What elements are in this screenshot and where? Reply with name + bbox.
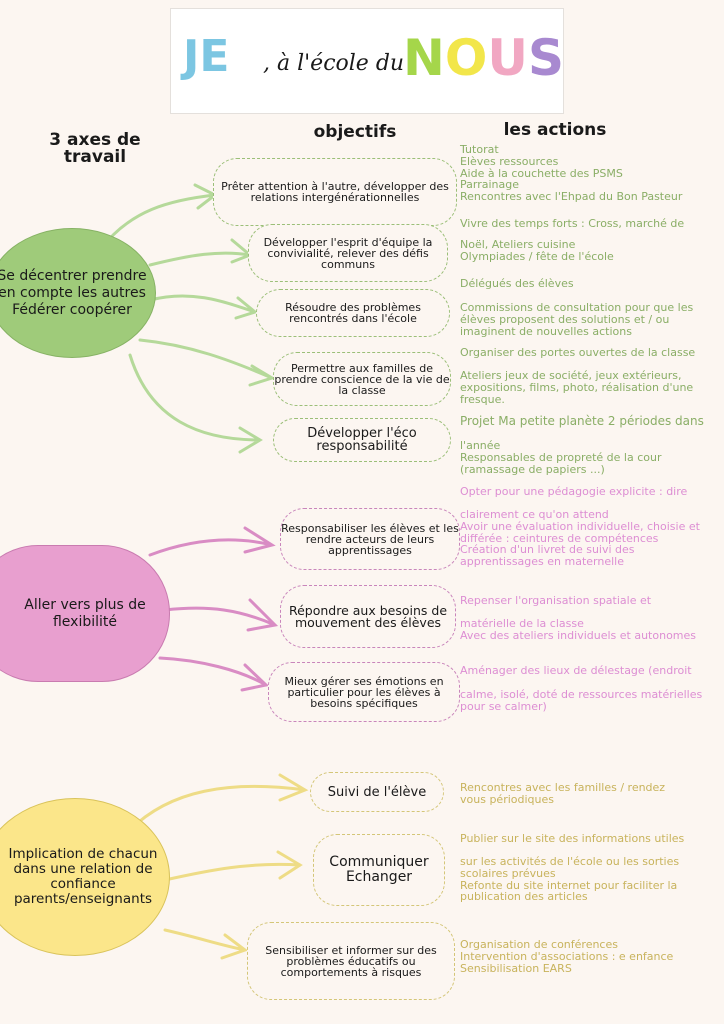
action-text: (ramassage de papiers ...): [460, 462, 605, 476]
action-group-2-3: Repenser l'organisation spatiale et: [460, 595, 651, 607]
arrow-pink-1: [148, 526, 276, 557]
arrow-yellow-1: [128, 773, 309, 832]
action-text: Vivre des temps forts : Cross, marché de: [460, 217, 685, 230]
arrow-green-2: [148, 238, 253, 267]
action-group-1-8: Projet Ma petite planète 2 périodes dans: [460, 414, 704, 428]
objective-1-2: Développer l'esprit d'équipe la convivia…: [248, 224, 448, 282]
action-text: l'année: [460, 439, 501, 452]
action-text: calme, isolé, doté de ressources matérie…: [460, 688, 703, 701]
action-text: expositions, films, photo, réalisation d…: [460, 380, 694, 394]
objective-3-3: Sensibiliser et informer sur des problèm…: [247, 922, 455, 1000]
axis-3-node: Implication de chacun dans une relation …: [0, 798, 170, 956]
action-text: élèves proposent des solutions et / ou: [460, 312, 670, 326]
action-text: Délégués des élèves: [460, 277, 574, 290]
action-text: Olympiades / fête de l'école: [460, 249, 614, 263]
objectives-header: objectifs: [313, 122, 397, 142]
objective-1-5: Développer l'éco responsabilité: [273, 418, 451, 462]
action-text: Ateliers jeux de société, jeux extérieur…: [460, 369, 682, 382]
action-text: Opter pour une pédagogie explicite : dir…: [460, 485, 688, 498]
objective-1-4: Permettre aux familles de prendre consci…: [273, 352, 451, 406]
action-group-3-1: Rencontres avec les familles / rendez vo…: [460, 782, 665, 806]
logo-je: JE: [183, 31, 230, 82]
actions-header: les actions: [503, 120, 607, 140]
action-group-2-1: Opter pour une pédagogie explicite : dir…: [460, 486, 687, 498]
action-text: Rencontres avec l'Ehpad du Bon Pasteur: [460, 190, 683, 204]
action-text: Aménager des lieux de délestage (endroit: [460, 664, 692, 677]
action-text: matérielle de la classe: [460, 617, 584, 630]
action-text: pour se calmer): [460, 699, 547, 713]
action-text: Organisation de conférences: [460, 938, 618, 951]
action-text: sur les activités de l'école ou les sort…: [460, 855, 680, 868]
action-group-1-1: Tutorat Elèves ressources Aide à la couc…: [460, 144, 682, 203]
action-text: Organiser des portes ouvertes de la clas…: [460, 346, 696, 359]
action-text: Elèves ressources: [460, 154, 559, 168]
action-text: scolaires prévues: [460, 866, 556, 880]
objective-1-1: Prêter attention à l'autre, développer d…: [213, 158, 457, 226]
objective-2-3: Mieux gérer ses émotions en particulier …: [268, 662, 460, 722]
arrow-yellow-2: [163, 850, 303, 882]
action-group-1-3: Noël, Ateliers cuisine Olympiades / fête…: [460, 239, 614, 263]
arrow-pink-2: [163, 598, 279, 632]
objective-2-2: Répondre aux besoins de mouvement des él…: [280, 585, 456, 648]
action-text: publication des articles: [460, 890, 588, 904]
action-text: Repenser l'organisation spatiale et: [460, 594, 652, 607]
action-text: Avoir une évaluation individuelle, chois…: [460, 519, 700, 533]
action-text: Projet Ma petite planète 2 périodes dans: [460, 414, 704, 428]
action-group-2-5: Aménager des lieux de délestage (endroit: [460, 665, 692, 677]
axis-1-node: Se décentrer prendre en compte les autre…: [0, 228, 156, 358]
action-text: imaginent de nouvelles actions: [460, 324, 632, 338]
axes-header: 3 axes de travail: [49, 130, 141, 167]
action-text: clairement ce qu'on attend: [460, 508, 609, 521]
action-text: Noël, Ateliers cuisine: [460, 238, 576, 251]
logo-middle: , à l'école du: [263, 51, 405, 76]
action-text: Création d'un livret de suivi des: [460, 543, 635, 557]
action-text: Avec des ateliers individuels et autonom…: [460, 628, 697, 642]
objective-2-1: Responsabiliser les élèves et les rendre…: [280, 508, 460, 570]
arrow-pink-3: [158, 656, 270, 692]
action-text: Tutorat: [460, 143, 499, 156]
objective-3-1: Suivi de l'élève: [310, 772, 444, 812]
action-text: apprentissages en maternelle: [460, 555, 624, 569]
action-group-1-4: Délégués des élèves: [460, 278, 574, 290]
action-group-1-5: Commissions de consultation pour que les…: [460, 302, 693, 337]
action-group-3-2: Publier sur le site des informations uti…: [460, 833, 684, 845]
arrow-green-5: [128, 353, 263, 454]
action-text: vous périodiques: [460, 792, 554, 806]
objective-3-2: Communiquer Echanger: [313, 834, 445, 906]
action-text: Commissions de consultation pour que les: [460, 301, 694, 314]
action-group-1-9: l'année Responsables de propreté de la c…: [460, 440, 662, 475]
action-group-3-3: sur les activités de l'école ou les sort…: [460, 856, 679, 903]
action-group-2-2: clairement ce qu'on attend Avoir une éva…: [460, 509, 700, 568]
action-group-2-4: matérielle de la classe Avec des atelier…: [460, 618, 696, 642]
school-logo: JE , à l'école du NOUS: [170, 8, 564, 114]
action-group-1-2: Vivre des temps forts : Cross, marché de: [460, 218, 684, 230]
action-text: fresque.: [460, 392, 505, 406]
action-group-3-4: Organisation de conférences Intervention…: [460, 939, 673, 974]
action-text: Aide à la couchette des PSMS: [460, 166, 623, 180]
action-text: Rencontres avec les familles / rendez: [460, 781, 666, 794]
action-text: Publier sur le site des informations uti…: [460, 832, 685, 845]
action-text: Refonte du site internet pour faciliter …: [460, 878, 678, 892]
action-text: Intervention d'associations : e enfance: [460, 949, 674, 963]
action-text: Parrainage: [460, 178, 519, 192]
arrow-green-4: [138, 338, 276, 387]
arrow-green-3: [148, 294, 259, 320]
action-text: Responsables de propreté de la cour: [460, 450, 662, 464]
arrow-yellow-3: [163, 928, 249, 960]
action-text: Sensibilisation EARS: [460, 961, 572, 975]
action-group-1-6: Organiser des portes ouvertes de la clas…: [460, 347, 695, 359]
axis-2-node: Aller vers plus de flexibilité: [0, 545, 170, 682]
action-group-2-6: calme, isolé, doté de ressources matérie…: [460, 689, 702, 713]
action-text: différée : ceintures de compétences: [460, 531, 659, 545]
action-group-1-7: Ateliers jeux de société, jeux extérieur…: [460, 370, 693, 405]
logo-nous: NOUS: [403, 29, 564, 87]
objective-1-3: Résoudre des problèmes rencontrés dans l…: [256, 289, 450, 337]
